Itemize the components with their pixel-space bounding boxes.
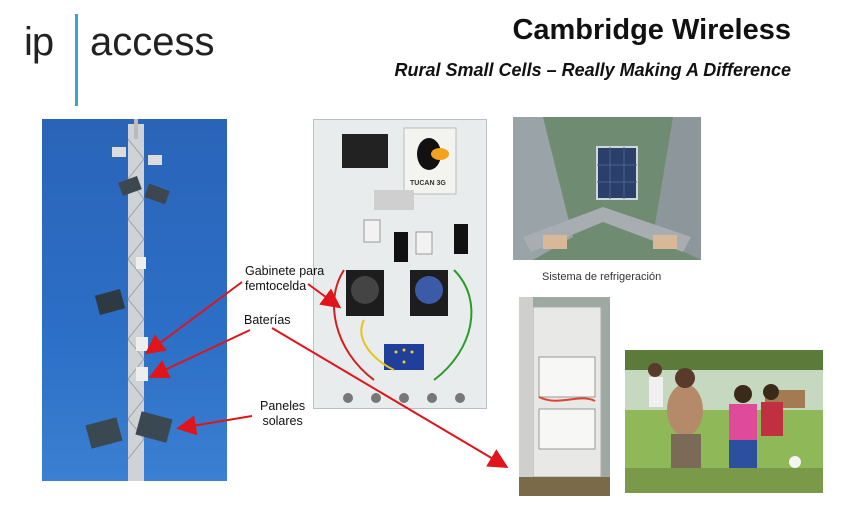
arrow-gabinete-to-tower xyxy=(144,281,243,355)
gabinete-label-line1: Gabinete para xyxy=(245,264,325,278)
baterias-label: Baterías xyxy=(244,313,291,327)
cooling-caption: Sistema de refrigeración xyxy=(542,271,662,283)
logo-divider xyxy=(75,14,78,106)
arrow-gabinete-to-cabinet xyxy=(307,283,342,309)
slide-subtitle: Rural Small Cells – Really Making A Diff… xyxy=(394,60,791,80)
villagers-photo xyxy=(625,350,823,493)
ip-access-logo: ip access xyxy=(24,14,234,106)
solar-panel-photo xyxy=(513,117,701,260)
gabinete-label: Gabinete para femtocelda xyxy=(245,264,324,294)
arrow-baterias-to-tower xyxy=(148,329,251,379)
femtocell-cabinet-photo: TUCAN 3G xyxy=(313,119,487,409)
gabinete-label-line2: femtocelda xyxy=(245,279,307,293)
logo-ip-text: ip xyxy=(24,20,54,64)
paneles-label: Paneles solares xyxy=(260,399,305,429)
device-label: TUCAN 3G xyxy=(410,180,446,187)
paneles-label-line1: Paneles xyxy=(260,399,306,413)
logo-access-text: access xyxy=(90,20,215,64)
battery-cabinet-photo xyxy=(519,297,610,496)
slide-title: Cambridge Wireless xyxy=(512,14,791,46)
arrow-baterias-to-battery xyxy=(271,327,509,469)
paneles-label-line2: solares xyxy=(262,414,303,428)
arrow-paneles-to-tower xyxy=(176,415,253,436)
